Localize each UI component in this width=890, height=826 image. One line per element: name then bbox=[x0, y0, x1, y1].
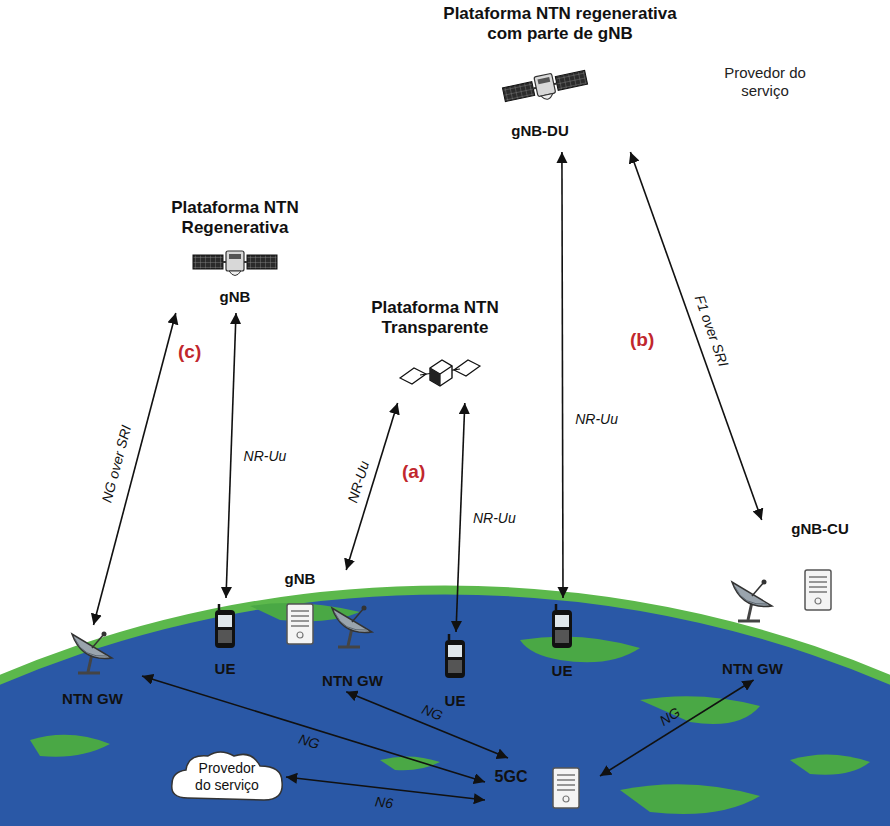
node-title: 5GC bbox=[485, 768, 537, 787]
node-label: NTN GW bbox=[310, 672, 395, 690]
node-title: gNB bbox=[270, 570, 330, 588]
gateway-dish bbox=[332, 606, 372, 648]
satellite-node: Plataforma NTN Regenerativa gNB bbox=[150, 198, 322, 313]
link-arrow bbox=[346, 692, 508, 758]
link-label: NR-Uu bbox=[244, 449, 287, 464]
server-icon bbox=[287, 604, 313, 644]
callout-letter: (c) bbox=[178, 342, 201, 363]
link-label: NG over SRI bbox=[100, 424, 135, 505]
satellite-node: Plataforma NTN Transparente bbox=[340, 298, 532, 403]
link-label: NG bbox=[419, 702, 444, 724]
link-label: NR-Uu bbox=[345, 460, 372, 505]
server-icon bbox=[553, 768, 579, 808]
node-title: gNB-CU bbox=[775, 520, 865, 538]
link-label: NG bbox=[657, 705, 683, 729]
link-arrow bbox=[94, 313, 176, 625]
note-label: Provedor do serviço bbox=[722, 64, 808, 100]
gateway-dish bbox=[732, 580, 772, 622]
node-title: Plataforma NTN regenerativa com parte de… bbox=[425, 4, 695, 44]
ue-node: UE bbox=[200, 598, 252, 683]
node-title: Plataforma NTN Transparente bbox=[340, 298, 530, 338]
node-title: Plataforma NTN Regenerativa bbox=[150, 198, 320, 238]
cloud-outline bbox=[172, 752, 282, 800]
link-label: F1 over SRI bbox=[691, 293, 731, 369]
node-title: Provedor do serviço bbox=[190, 760, 264, 793]
link-label: NR-Uu bbox=[575, 412, 618, 427]
satellite-transparent bbox=[400, 360, 480, 386]
satellite-regenerative bbox=[193, 251, 277, 276]
link-label: N6 bbox=[374, 795, 394, 812]
link-label: NG bbox=[297, 732, 322, 753]
gateway-node: NTN GW bbox=[45, 625, 142, 710]
node-title: UE bbox=[537, 662, 587, 680]
link-arrow bbox=[456, 403, 465, 632]
ue-phone bbox=[215, 604, 235, 648]
ue-phone bbox=[552, 604, 572, 648]
link-label: NR-Uu bbox=[473, 511, 516, 526]
callout-letter: (b) bbox=[630, 330, 654, 351]
node-title: UE bbox=[200, 660, 250, 678]
service-cloud: Provedor do serviço bbox=[168, 748, 286, 806]
ue-node: UE bbox=[430, 632, 482, 712]
gateway-node: gNB NTN GW bbox=[270, 570, 397, 692]
ue-node: UE bbox=[537, 598, 589, 688]
link-arrow bbox=[226, 313, 236, 598]
link-arrow bbox=[600, 680, 754, 776]
ue-phone bbox=[445, 634, 465, 678]
link-arrow bbox=[630, 152, 761, 520]
node-title: NTN GW bbox=[45, 690, 140, 708]
gateway-node: gNB-CU NTN GW bbox=[705, 520, 867, 680]
gateway-dish bbox=[72, 632, 112, 674]
core-node: 5GC bbox=[485, 758, 600, 818]
callout-letter: (a) bbox=[402, 462, 425, 483]
satellite-node: Plataforma NTN regenerativa com parte de… bbox=[400, 4, 720, 152]
node-label: NTN GW bbox=[705, 660, 800, 678]
server-icon bbox=[805, 570, 831, 610]
node-label: gNB bbox=[150, 288, 320, 306]
satellite-regenerative-du bbox=[502, 67, 589, 108]
link-arrow bbox=[562, 152, 563, 598]
node-label: gNB-DU bbox=[490, 122, 590, 140]
